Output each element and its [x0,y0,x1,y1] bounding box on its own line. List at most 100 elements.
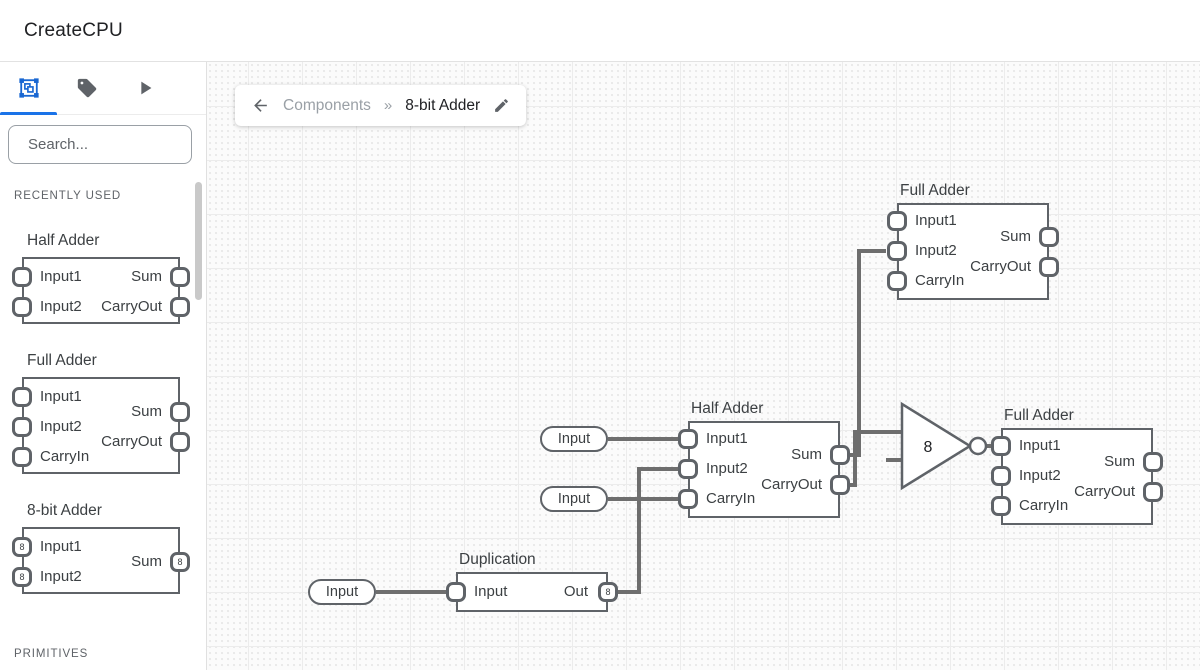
port-label: CarryIn [706,490,756,507]
node-title: Duplication [459,551,536,568]
tab-tags[interactable] [58,62,116,114]
port-label: Input1 [1019,437,1061,454]
app-title: CreateCPU [24,19,123,41]
port-input2[interactable] [991,466,1011,486]
port-carryin [12,447,32,467]
library-item-preview: Input1 Input2 CarryIn Sum CarryOut [12,377,190,474]
wire-carryout-to-merger[interactable] [849,430,901,487]
port-input1[interactable] [678,429,698,449]
circuit-canvas[interactable]: 8 Full Adder Input1 Input2 CarryIn Sum C… [207,62,1200,670]
port-label: Sum [131,403,162,420]
port-input2[interactable] [887,241,907,261]
canvas-world: 8 Full Adder Input1 Input2 CarryIn Sum C… [207,62,1200,670]
port-sum[interactable] [1039,227,1059,247]
library-item-preview: Input1 Input2 Sum CarryOut [12,257,190,324]
library-item-title: Full Adder [27,352,97,369]
breadcrumb-current: 8-bit Adder [405,96,481,114]
wire-sum-to-fulladder[interactable] [849,249,886,457]
back-arrow-icon [254,99,267,112]
merger-width-label: 8 [924,439,933,456]
search-input[interactable] [28,136,227,153]
port-label: Input1 [40,538,82,555]
port-label: CarryIn [40,448,90,465]
port-carryout[interactable] [830,475,850,495]
port-input1 [12,267,32,287]
tab-components[interactable] [0,62,58,114]
breadcrumb: Components » 8-bit Adder [235,85,527,126]
node-duplication[interactable]: Duplication 8 Input Out [446,551,618,612]
port-carryin[interactable] [678,489,698,509]
merger-gate[interactable] [900,401,973,491]
port-carryout[interactable] [1143,482,1163,502]
port-sum[interactable] [1143,452,1163,472]
port-input1[interactable] [887,211,907,231]
merger-bubble[interactable] [968,436,988,456]
node-title: Half Adder [691,400,764,417]
port-label: Input1 [40,388,82,405]
port-label: Input1 [915,212,957,229]
node-input-a[interactable]: Input [540,426,608,452]
port-label: Input2 [706,460,748,477]
library-item-half-adder[interactable]: Half Adder Input1 Input2 Sum CarryOut [12,232,190,324]
port-label: Input2 [40,568,82,585]
node-title: Full Adder [1004,407,1074,424]
search-box[interactable] [8,125,227,164]
port-carryin[interactable] [887,271,907,291]
back-button[interactable] [251,96,270,115]
port-carryout [170,297,190,317]
library-item-title: Half Adder [27,232,100,249]
port-label: Out [563,583,588,600]
port-label: CarryOut [970,258,1031,275]
node-input-b[interactable]: Input [540,486,608,512]
library-item-full-adder[interactable]: Full Adder Input1 Input2 CarryIn Sum Car… [12,352,190,474]
section-primitives: PRIMITIVES [14,648,89,660]
port-label: CarryOut [761,476,822,493]
port-label: CarryIn [1019,497,1069,514]
port-sum: 8 [170,552,190,572]
port-sum [170,267,190,287]
port-label: Input1 [706,430,748,447]
port-input[interactable] [446,582,466,602]
port-input2 [12,297,32,317]
port-sum [170,402,190,422]
node-full-adder-right[interactable]: Full Adder Input1 Input2 CarryIn Sum Car… [991,407,1163,525]
sidebar: RECENTLY USED Half Adder Input1 Input2 S… [0,62,227,670]
port-label: Sum [1104,453,1135,470]
library-item-preview: 8 8 8 Input1 Input2 Sum [12,527,190,594]
port-label: Input [474,583,508,600]
port-input1: 8 [12,537,32,557]
library-item-8bit-adder[interactable]: 8-bit Adder 8 8 8 Input1 Input2 Sum [12,502,190,594]
library-item-title: 8-bit Adder [27,502,102,519]
active-tab-indicator [0,112,57,115]
port-label: CarryIn [915,272,965,289]
tab-run[interactable] [116,62,174,114]
sidebar-scrollbar[interactable] [195,182,202,300]
components-icon [19,78,39,98]
port-sum[interactable] [830,445,850,465]
port-carryin[interactable] [991,496,1011,516]
node-full-adder-top[interactable]: Full Adder Input1 Input2 CarryIn Sum Car… [887,182,1059,300]
sidebar-tabs [0,62,206,115]
node-half-adder[interactable]: Half Adder Input1 Input2 CarryIn Sum Car… [678,400,850,518]
port-label: Sum [131,553,162,570]
port-carryout[interactable] [1039,257,1059,277]
port-input1[interactable] [991,436,1011,456]
port-out[interactable]: 8 [598,582,618,602]
port-label: Input1 [40,268,82,285]
port-label: Input2 [40,298,82,315]
play-icon [141,81,152,95]
tag-icon [77,78,97,98]
node-input-c[interactable]: Input [308,579,376,605]
section-recently-used: RECENTLY USED [14,190,122,202]
port-label: CarryOut [101,433,162,450]
rename-button[interactable] [493,97,510,114]
breadcrumb-separator: » [383,97,393,114]
port-label: CarryOut [1074,483,1135,500]
port-input2[interactable] [678,459,698,479]
port-label: Sum [1000,228,1031,245]
port-label: Sum [791,446,822,463]
pencil-icon [495,99,509,112]
wire-duplication-input2[interactable] [617,467,678,594]
breadcrumb-parent[interactable]: Components [283,96,371,114]
